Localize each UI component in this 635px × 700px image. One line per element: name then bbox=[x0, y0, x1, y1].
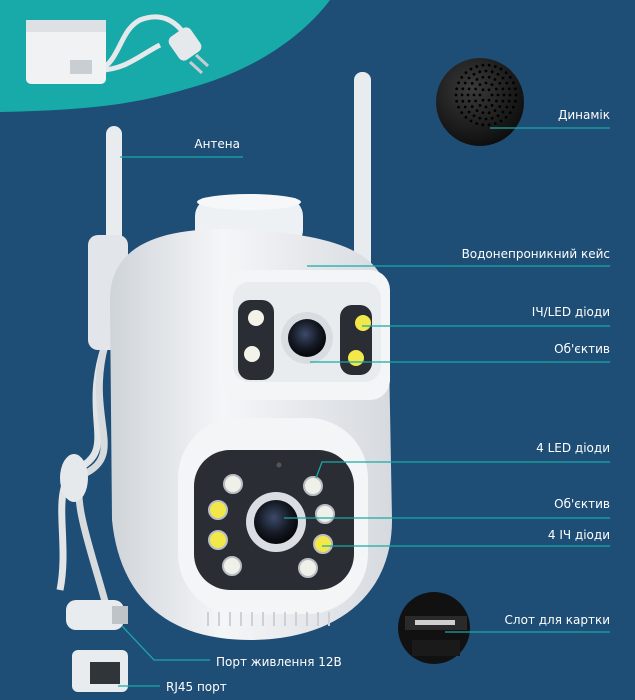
label-speaker: Динамік bbox=[557, 108, 610, 122]
label-card-slot: Слот для картки bbox=[504, 613, 610, 627]
speaker-icon bbox=[436, 58, 524, 146]
label-ir-led-diodes: ІЧ/LED діоди bbox=[531, 305, 610, 319]
label-rj45-port: RJ45 порт bbox=[166, 680, 227, 694]
label-lens-bottom: Об'єктив bbox=[554, 497, 610, 511]
camera-illustration bbox=[56, 72, 392, 692]
label-power-port: Порт живлення 12В bbox=[216, 655, 342, 669]
leader-lines bbox=[118, 127, 610, 687]
power-adapter-icon bbox=[26, 14, 210, 84]
sd-card-slot-icon bbox=[398, 592, 470, 664]
label-four-ir-diodes: 4 ІЧ діоди bbox=[547, 528, 610, 542]
label-lens-top: Об'єктив bbox=[554, 342, 610, 356]
label-antenna: Антена bbox=[194, 137, 240, 151]
label-four-led-diodes: 4 LED діоди bbox=[536, 441, 610, 455]
label-waterproof-case: Водонепроникний кейс bbox=[461, 247, 610, 261]
